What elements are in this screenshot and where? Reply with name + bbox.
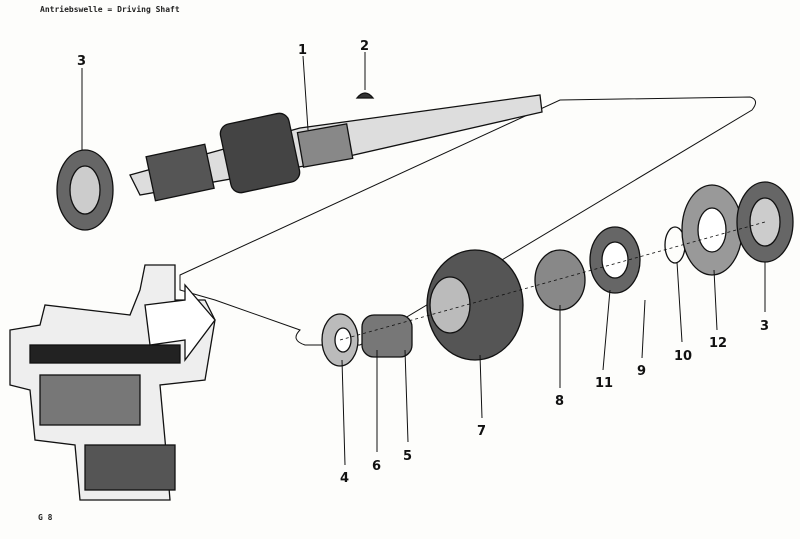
callout-1: 1	[298, 43, 307, 58]
callout-4: 4	[340, 471, 349, 486]
callout-7: 7	[477, 424, 486, 439]
figure-code: G 8	[38, 513, 53, 522]
synchro-hub	[534, 249, 586, 311]
leader-lines	[81, 52, 766, 466]
callout-5: 5	[403, 449, 412, 464]
callout-3-right: 3	[760, 319, 769, 334]
callout-6: 6	[372, 459, 381, 474]
callout-2: 2	[360, 39, 369, 54]
callout-8: 8	[555, 394, 564, 409]
needle-bearing	[361, 314, 413, 358]
diagram-title: Antriebswelle = Driving Shaft	[40, 5, 180, 14]
callout-9: 9	[637, 364, 646, 379]
woodruff-key	[355, 92, 375, 99]
transmission-inset	[9, 264, 216, 501]
drive-shaft	[129, 94, 543, 202]
callout-11: 11	[595, 376, 613, 391]
callout-12: 12	[709, 336, 727, 351]
callout-3-left: 3	[77, 54, 86, 69]
callout-10: 10	[674, 349, 692, 364]
